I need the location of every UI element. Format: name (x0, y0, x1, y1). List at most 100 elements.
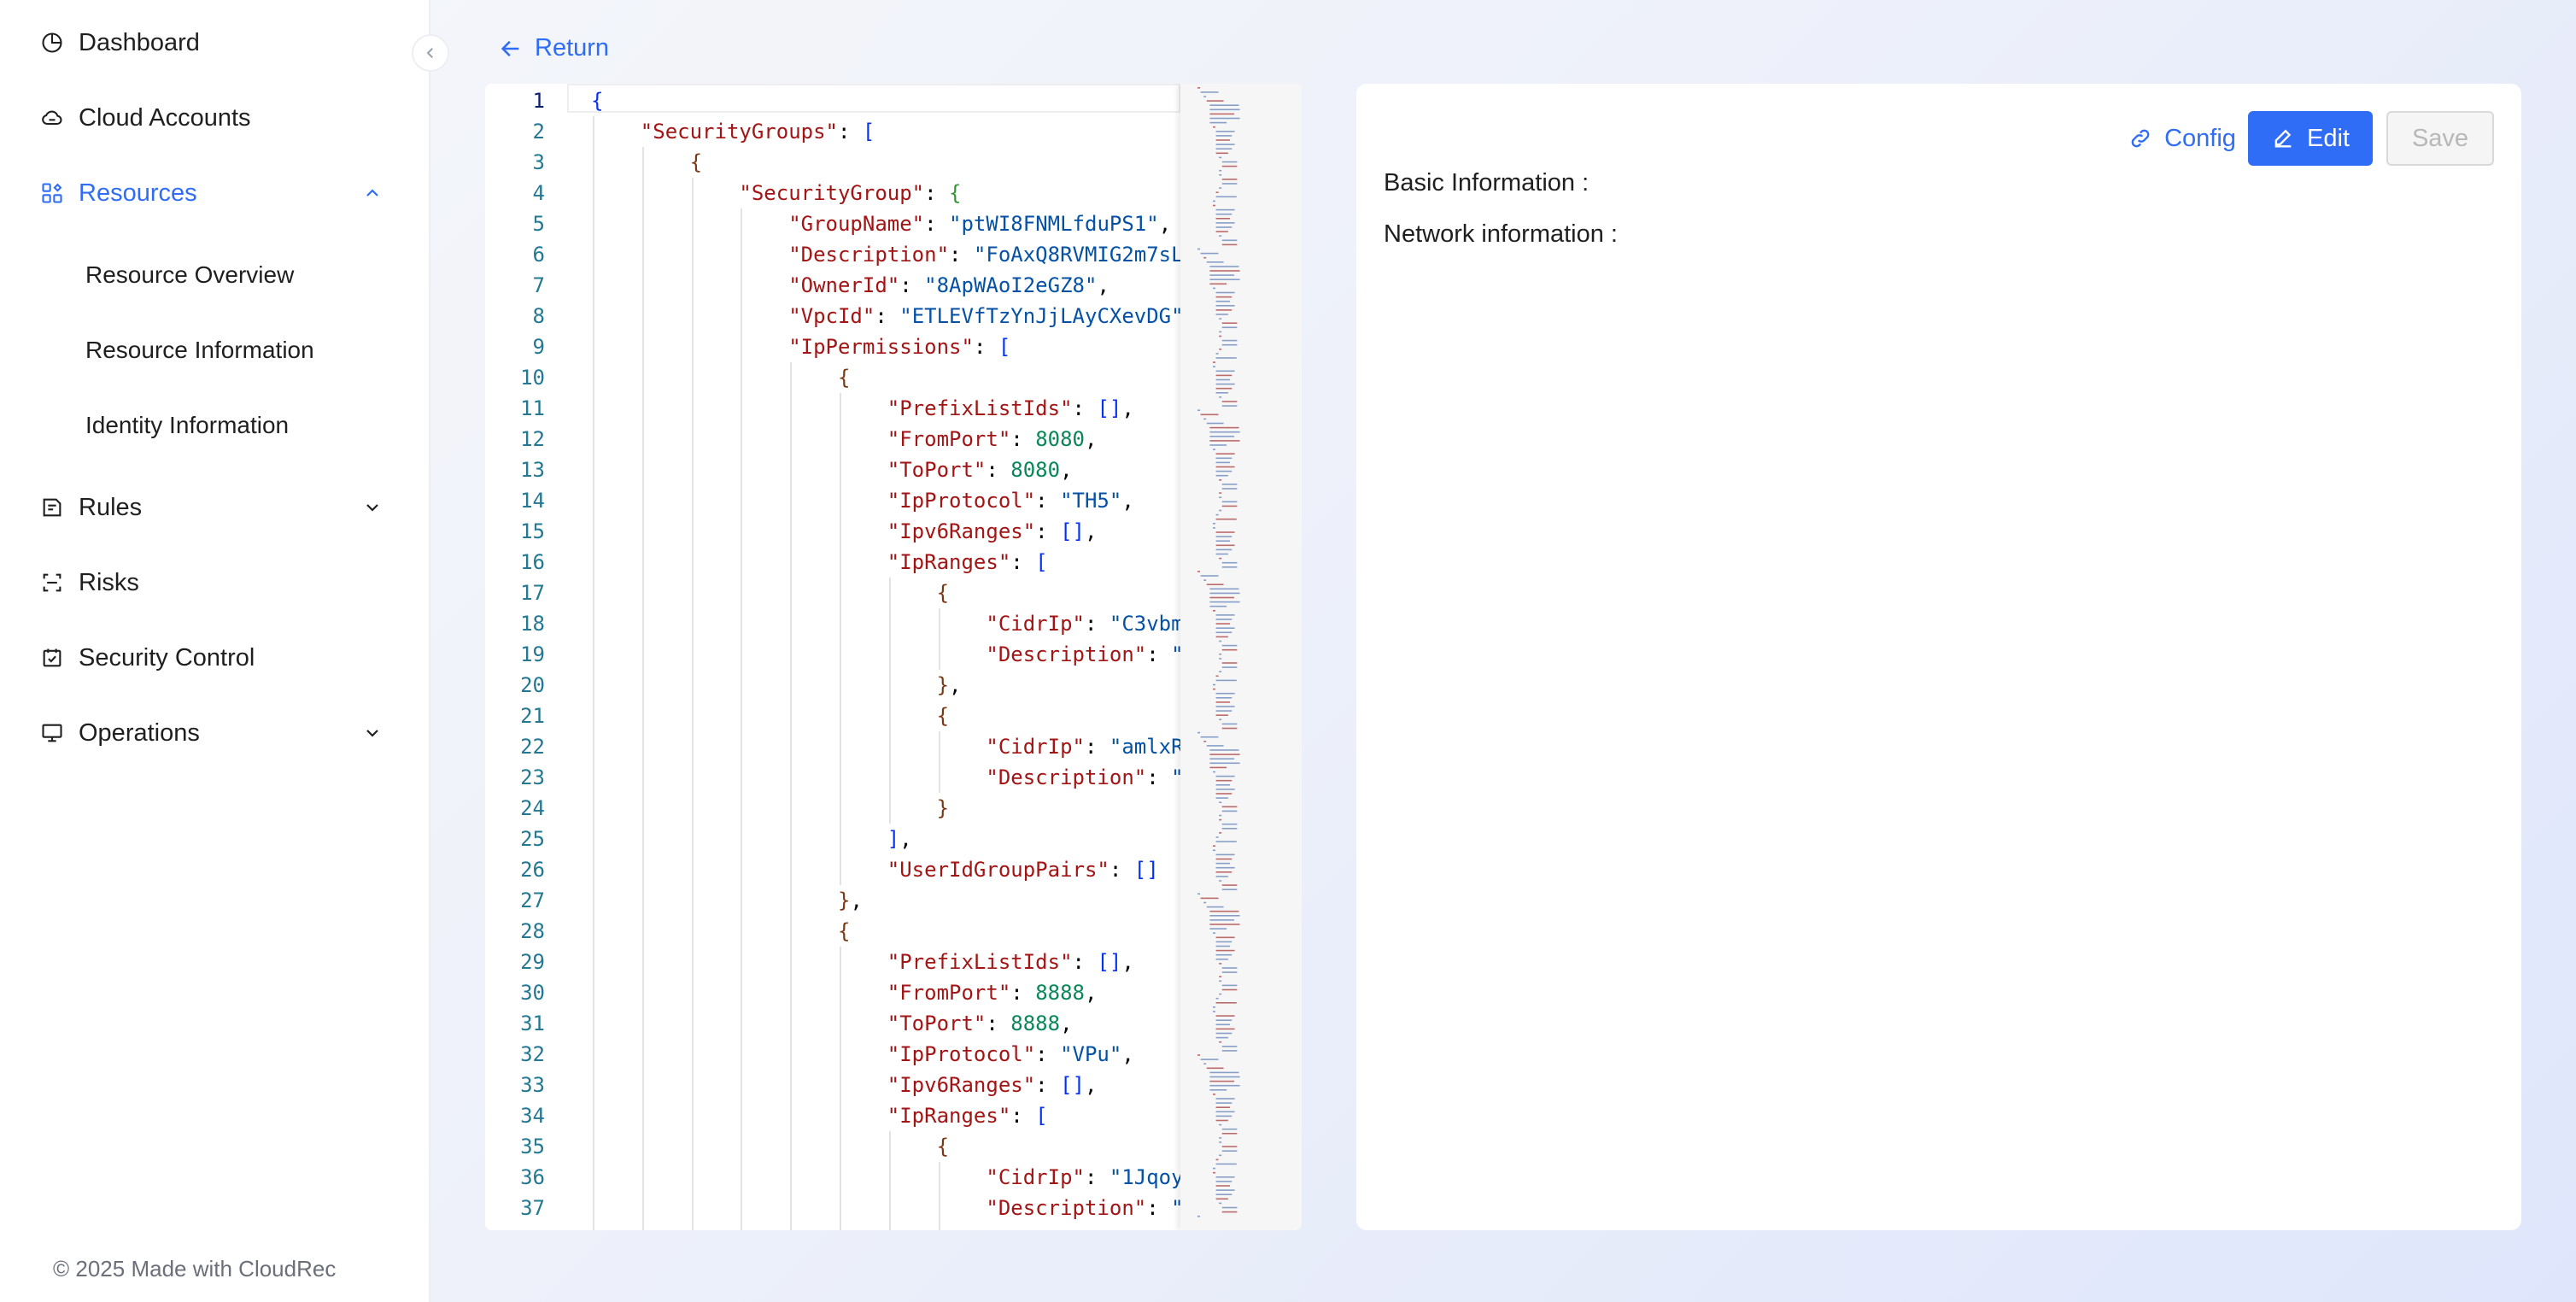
minimap-line (1215, 470, 1232, 472)
sidebar-item-risks[interactable]: Risks (0, 557, 430, 608)
minimap-line (1209, 596, 1234, 599)
minimap-line (1221, 1133, 1238, 1135)
minimap-line (1219, 349, 1222, 350)
minimap-line (1219, 331, 1222, 333)
sidebar-item-label: Cloud Accounts (79, 103, 251, 132)
minimap-line (1219, 1137, 1222, 1139)
sidebar-item-resources[interactable]: Resources (0, 167, 430, 219)
minimap-line (1197, 409, 1200, 411)
return-link[interactable]: Return (499, 34, 609, 62)
minimap-line (1221, 1211, 1238, 1213)
minimap-line (1215, 1189, 1235, 1191)
minimap-line (1197, 731, 1200, 734)
link-icon (2131, 129, 2150, 148)
minimap-line (1203, 418, 1207, 420)
line-number: 34 (520, 1104, 545, 1128)
chevron-down-icon[interactable] (362, 497, 383, 518)
minimap-line (1215, 779, 1232, 782)
code-line: "IpRanges": [ (887, 1104, 1048, 1128)
minimap-line (1215, 876, 1228, 877)
minimap-line (1203, 741, 1207, 742)
minimap-line (1209, 440, 1240, 442)
current-line-highlight (567, 84, 1180, 113)
minimap-line (1200, 252, 1219, 255)
minimap-line (1221, 662, 1238, 664)
code-line: "IpProtocol": "VPu", (887, 1042, 1134, 1066)
minimap-line (1215, 623, 1231, 625)
sidebar-subitem-label: Resource Overview (85, 261, 295, 288)
resource-detail-panel: Config Edit Save Basic Information : Net… (1356, 84, 2521, 1230)
sidebar-item-security-control[interactable]: Security Control (0, 632, 430, 683)
sidebar-item-operations[interactable]: Operations (0, 707, 430, 759)
minimap-line (1219, 509, 1222, 512)
minimap-line (1213, 932, 1215, 934)
minimap-line (1221, 322, 1238, 324)
minimap-line (1221, 239, 1238, 242)
minimap-line (1215, 152, 1228, 155)
minimap-line (1215, 305, 1235, 307)
minimap-line (1209, 266, 1239, 267)
minimap-line (1215, 789, 1235, 790)
minimap-line (1209, 108, 1240, 111)
minimap-line (1215, 392, 1228, 394)
minimap-line (1215, 1028, 1235, 1030)
minimap-line (1221, 1050, 1238, 1052)
chevron-down-icon[interactable] (362, 723, 383, 743)
collapse-sidebar-button[interactable] (412, 34, 449, 72)
basic-information-label: Basic Information : (1384, 169, 1590, 196)
line-number: 22 (520, 735, 545, 759)
minimap-line (1206, 422, 1224, 425)
minimap-line (1221, 971, 1238, 973)
code-line: "ToPort": 8080, (887, 458, 1073, 482)
minimap-line (1209, 1080, 1234, 1082)
indent-guide (691, 178, 694, 1230)
minimap-line (1197, 248, 1200, 250)
minimap-line (1215, 309, 1232, 311)
minimap-slider[interactable] (1180, 84, 1302, 1230)
minimap-line (1215, 997, 1219, 1000)
sidebar-subitem-resource-overview[interactable]: Resource Overview (0, 249, 430, 301)
sidebar-item-label: Operations (79, 718, 200, 747)
minimap-line (1219, 671, 1222, 672)
minimap-line (1221, 165, 1238, 167)
minimap-line (1213, 688, 1215, 690)
chevron-up-icon[interactable] (362, 183, 383, 203)
minimap-line (1213, 845, 1215, 847)
code-area[interactable]: { "SecurityGroups": [ { "SecurityGroup":… (591, 84, 1180, 1230)
edit-button[interactable]: Edit (2248, 111, 2373, 166)
sidebar-subitem-identity-information[interactable]: Identity Information (0, 400, 430, 451)
sidebar-item-dashboard[interactable]: Dashboard (0, 17, 430, 68)
line-number: 28 (520, 919, 545, 943)
minimap-line (1209, 758, 1234, 760)
minimap-line (1221, 566, 1238, 568)
arrow-left-icon (501, 40, 519, 56)
minimap-line (1219, 993, 1222, 995)
config-button[interactable]: Config (2094, 111, 2270, 166)
minimap-line (1215, 1111, 1235, 1113)
minimap[interactable] (1180, 84, 1302, 1230)
minimap-line (1209, 762, 1240, 765)
line-number: 27 (520, 889, 545, 912)
minimap-line (1213, 849, 1215, 852)
minimap-line (1215, 862, 1231, 865)
minimap-line (1213, 527, 1215, 529)
sidebar-subitem-resource-information[interactable]: Resource Information (0, 325, 430, 376)
minimap-line (1197, 893, 1200, 895)
edit-icon (2274, 129, 2292, 148)
minimap-line (1215, 1163, 1237, 1165)
sidebar-item-rules[interactable]: Rules (0, 482, 430, 533)
save-button[interactable]: Save (2386, 111, 2494, 166)
minimap-line (1215, 1106, 1231, 1108)
minimap-line (1215, 949, 1235, 952)
minimap-line (1215, 1098, 1235, 1100)
minimap-line (1203, 256, 1207, 259)
minimap-line (1209, 749, 1239, 751)
minimap-line (1215, 218, 1231, 220)
minimap-line (1215, 291, 1235, 294)
code-line: "ToPort": 8888, (887, 1012, 1073, 1035)
minimap-line (1200, 736, 1219, 738)
minimap-line (1206, 1067, 1224, 1070)
sidebar-item-cloud-accounts[interactable]: Cloud Accounts (0, 92, 430, 144)
